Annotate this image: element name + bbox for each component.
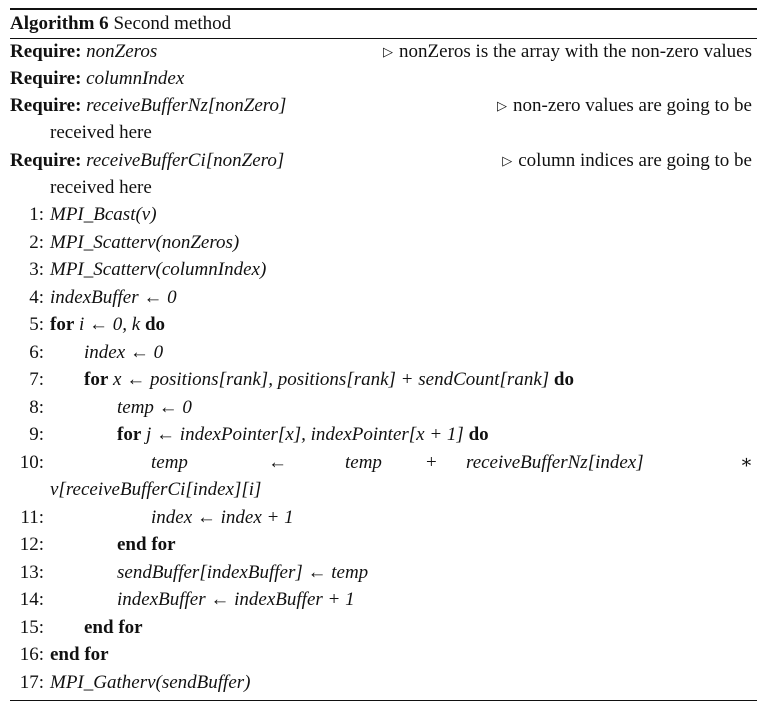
comment-text: column indices are going to be xyxy=(518,150,752,171)
code-line-16: 16: end for xyxy=(10,641,757,668)
line-code: j ← indexPointer[x], indexPointer[x + 1] xyxy=(146,424,464,445)
code-line-2: 2: MPI_Scatterv(nonZeros) xyxy=(10,229,757,256)
line-code: sendBuffer[indexBuffer] ← temp xyxy=(117,562,369,583)
require-param: receiveBufferNz[nonZero] xyxy=(86,95,287,116)
code-line-15: 15: end for xyxy=(10,614,757,641)
require-param: columnIndex xyxy=(86,68,185,89)
algorithm-caption: Algorithm 6 Second method xyxy=(10,10,231,37)
line-code: MPI_Scatterv(columnIndex) xyxy=(50,259,267,280)
caption-rule xyxy=(10,38,757,39)
line-number: 11: xyxy=(20,507,44,528)
line-number: 3: xyxy=(29,259,44,280)
top-rule xyxy=(10,8,757,10)
line-code-part: temp xyxy=(151,452,188,473)
line-number: 13: xyxy=(19,562,44,583)
line-code: indexBuffer ← indexBuffer + 1 xyxy=(117,589,355,610)
code-line-10: 10: temp ← temp + receiveBufferNz[index]… xyxy=(10,449,757,476)
require-line-3: Require: receiveBufferNz[nonZero] xyxy=(10,92,286,119)
line-number: 9: xyxy=(29,424,44,445)
line-number: 8: xyxy=(29,397,44,418)
line-number: 2: xyxy=(29,232,44,253)
code-line-13: 13: sendBuffer[indexBuffer] ← temp xyxy=(10,559,757,586)
code-line-1: 1: MPI_Bcast(v) xyxy=(10,201,757,228)
comment-triangle-icon: ▷ xyxy=(383,44,394,59)
line-code: MPI_Bcast(v) xyxy=(50,204,157,225)
line-number: 10: xyxy=(19,452,44,473)
require-keyword: Require: xyxy=(10,41,82,62)
comment-text: non-zero values are going to be xyxy=(513,95,752,116)
line-number: 4: xyxy=(29,287,44,308)
comment-triangle-icon: ▷ xyxy=(497,98,507,113)
code-line-14: 14: indexBuffer ← indexBuffer + 1 xyxy=(10,586,757,613)
line-code: MPI_Gatherv(sendBuffer) xyxy=(50,672,251,693)
line-code-part: receiveBufferNz[index] xyxy=(466,452,644,473)
code-line-11: 11: index ← index + 1 xyxy=(10,504,757,531)
require-continuation-3: received here xyxy=(50,122,152,143)
require-keyword: Require: xyxy=(10,95,82,116)
require-keyword: Require: xyxy=(10,150,82,171)
algorithm-label: Algorithm 6 xyxy=(10,13,109,34)
line-number: 1: xyxy=(29,204,44,225)
require-keyword: Require: xyxy=(10,68,82,89)
line-number: 7: xyxy=(29,369,44,390)
code-line-4: 4: indexBuffer ← 0 xyxy=(10,284,757,311)
line-code: indexBuffer ← 0 xyxy=(50,287,177,308)
code-line-17: 17: MPI_Gatherv(sendBuffer) xyxy=(10,669,757,696)
line-number: 12: xyxy=(19,534,44,555)
code-line-5: 5: for i ← 0, k do xyxy=(10,311,757,338)
line-number: 6: xyxy=(29,342,44,363)
require-line-2: Require: columnIndex xyxy=(10,65,184,92)
comment-text: nonZeros is the array with the non-zero … xyxy=(399,41,752,62)
code-line-10-continuation: v[receiveBufferCi[index][i] xyxy=(50,479,262,500)
line-number: 17: xyxy=(19,672,44,693)
end-for-keyword: end for xyxy=(50,644,109,665)
algorithm-name: Second method xyxy=(113,13,232,34)
end-for-keyword: end for xyxy=(117,534,176,555)
for-keyword: for xyxy=(50,314,75,335)
line-code: temp ← 0 xyxy=(117,397,192,418)
code-line-7: 7: for x ← positions[rank], positions[ra… xyxy=(10,366,757,393)
line-code-part: ← xyxy=(268,452,287,473)
line-code: index ← 0 xyxy=(84,342,164,363)
require-continuation-4: received here xyxy=(50,177,152,198)
require-comment-4: ▷ column indices are going to be xyxy=(502,147,752,175)
line-code: index ← index + 1 xyxy=(151,507,294,528)
comment-triangle-icon: ▷ xyxy=(502,153,513,168)
require-param: receiveBufferCi[nonZero] xyxy=(86,150,285,171)
code-line-8: 8: temp ← 0 xyxy=(10,394,757,421)
for-keyword: for xyxy=(117,424,142,445)
require-param: nonZeros xyxy=(86,41,158,62)
line-code-part: ∗ xyxy=(740,452,753,473)
code-line-9: 9: for j ← indexPointer[x], indexPointer… xyxy=(10,421,757,448)
code-line-12: 12: end for xyxy=(10,531,757,558)
code-line-3: 3: MPI_Scatterv(columnIndex) xyxy=(10,256,757,283)
require-comment-1: ▷ nonZeros is the array with the non-zero… xyxy=(383,38,752,66)
for-keyword: for xyxy=(84,369,109,390)
line-number: 5: xyxy=(29,314,44,335)
line-code: x ← positions[rank], positions[rank] + s… xyxy=(113,369,550,390)
line-code: MPI_Scatterv(nonZeros) xyxy=(50,232,240,253)
require-line-1: Require: nonZeros xyxy=(10,38,157,65)
do-keyword: do xyxy=(468,424,489,445)
line-number: 15: xyxy=(19,617,44,638)
code-line-6: 6: index ← 0 xyxy=(10,339,757,366)
line-number: 16: xyxy=(19,644,44,665)
do-keyword: do xyxy=(144,314,166,335)
line-code-part: + xyxy=(426,452,437,473)
line-code-part: temp xyxy=(345,452,382,473)
bottom-rule xyxy=(10,700,757,701)
do-keyword: do xyxy=(553,369,574,390)
line-code: i ← 0, k xyxy=(79,314,141,335)
require-line-4: Require: receiveBufferCi[nonZero] xyxy=(10,147,284,174)
end-for-keyword: end for xyxy=(84,617,143,638)
require-comment-3: ▷ non-zero values are going to be xyxy=(497,92,752,120)
line-number: 14: xyxy=(19,589,44,610)
